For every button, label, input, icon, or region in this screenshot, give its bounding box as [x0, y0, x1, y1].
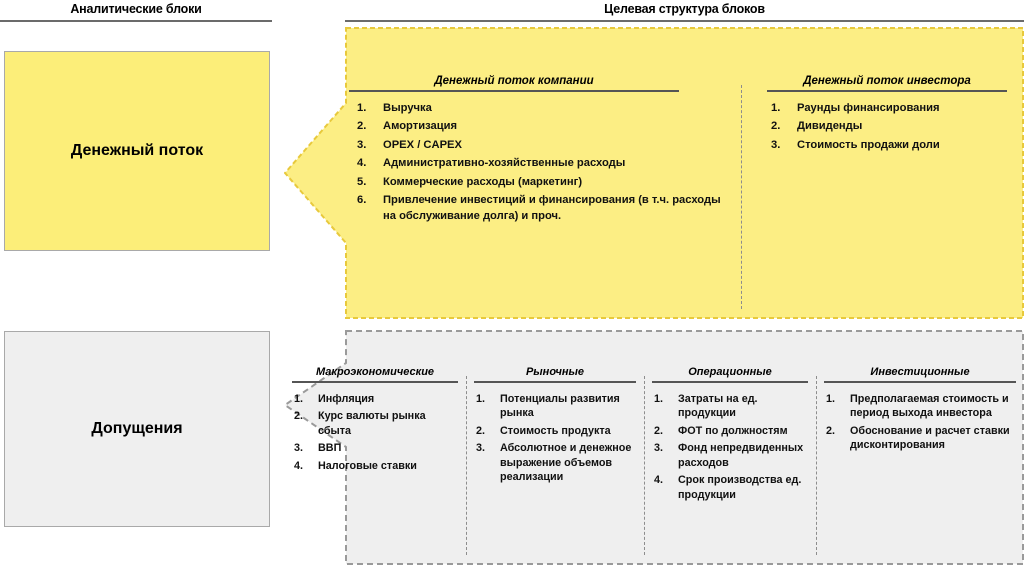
list-item: ФОТ по должностям: [654, 424, 788, 438]
title-rule: [824, 381, 1016, 383]
list-item: Выручка: [357, 101, 432, 116]
list-item: Коммерческие расходы (маркетинг): [357, 175, 583, 190]
title-rule: [292, 381, 458, 383]
panel-assumptions-columns: Макроэкономические Инфляция Курс валюты …: [284, 330, 1024, 565]
list-item: Стоимость продукта: [476, 424, 611, 438]
list-item: Налоговые ставки: [294, 459, 417, 473]
header-target-structure-rule: [345, 20, 1024, 22]
list-item: Стоимость продажи доли: [771, 138, 940, 153]
cash-flow-column-investor-title: Денежный поток инвестора: [767, 75, 1007, 92]
panel-assumptions: Макроэкономические Инфляция Курс валюты …: [284, 330, 1024, 565]
assumptions-macroeconomic-list: Инфляция Курс валюты рынка сбыта ВВП Нал…: [292, 392, 458, 474]
analytic-block-assumptions[interactable]: Допущения: [4, 331, 270, 527]
list-item: ВВП: [294, 441, 342, 455]
assumptions-column-macroeconomic: Макроэкономические Инфляция Курс валюты …: [284, 366, 466, 565]
list-item: Административно-хозяйственные расходы: [357, 156, 626, 171]
cash-flow-company-list: Выручка Амортизация OPEX / CAPEX Админис…: [353, 101, 727, 225]
title-rule: [767, 90, 1007, 92]
header-target-structure: Целевая структура блоков: [345, 2, 1024, 22]
list-item: Потенциалы развития рынка: [476, 392, 620, 420]
header-analytic-blocks: Аналитические блоки: [0, 2, 272, 22]
list-item: Фонд непредвиденных расходов: [654, 441, 804, 469]
list-item: Инфляция: [294, 392, 375, 406]
title-rule: [474, 381, 636, 383]
list-item: Раунды финансирования: [771, 101, 940, 116]
assumptions-column-macroeconomic-title: Макроэкономические: [292, 366, 458, 383]
assumptions-column-market-title: Рыночные: [474, 366, 636, 383]
list-item: Абсолютное и денежное выражение объемов …: [476, 441, 632, 484]
list-item: Обоснование и расчет ставки дисконтирова…: [826, 424, 1010, 452]
cash-flow-column-investor: Денежный поток инвестора Раунды финансир…: [741, 75, 1024, 319]
assumptions-column-market: Рыночные Потенциалы развития рынка Стоим…: [466, 366, 644, 565]
assumptions-investment-list: Предполагаемая стоимость и период выхода…: [824, 392, 1016, 453]
list-item: Предполагаемая стоимость и период выхода…: [826, 392, 1009, 420]
list-item: Срок производства ед. продукции: [654, 473, 802, 501]
header-analytic-blocks-label: Аналитические блоки: [70, 2, 202, 16]
analytic-block-cash-flow-label: Денежный поток: [70, 142, 204, 159]
cash-flow-column-company-title: Денежный поток компании: [349, 75, 679, 92]
assumptions-column-operational: Операционные Затраты на ед. продукции ФО…: [644, 366, 816, 565]
title-rule: [349, 90, 679, 92]
title-rule: [652, 381, 808, 383]
header-target-structure-label: Целевая структура блоков: [604, 2, 765, 16]
list-item: Амортизация: [357, 119, 458, 134]
header-analytic-blocks-rule: [0, 20, 272, 22]
list-item: Привлечение инвестиций и финансирования …: [357, 193, 721, 222]
assumptions-column-operational-title: Операционные: [652, 366, 808, 383]
panel-cash-flow: Денежный поток компании Выручка Амортиза…: [284, 27, 1024, 319]
analytic-block-assumptions-label: Допущения: [91, 420, 183, 437]
panel-cash-flow-columns: Денежный поток компании Выручка Амортиза…: [284, 27, 1024, 319]
assumptions-column-investment: Инвестиционные Предполагаемая стоимость …: [816, 366, 1024, 565]
list-item: Дивиденды: [771, 119, 863, 134]
list-item: Затраты на ед. продукции: [654, 392, 758, 420]
analytic-block-cash-flow[interactable]: Денежный поток: [4, 51, 270, 251]
assumptions-market-list: Потенциалы развития рынка Стоимость прод…: [474, 392, 636, 485]
assumptions-operational-list: Затраты на ед. продукции ФОТ по должност…: [652, 392, 808, 503]
assumptions-column-investment-title: Инвестиционные: [824, 366, 1016, 383]
cash-flow-column-company: Денежный поток компании Выручка Амортиза…: [284, 75, 741, 319]
cash-flow-investor-list: Раунды финансирования Дивиденды Стоимост…: [767, 101, 1010, 154]
list-item: OPEX / CAPEX: [357, 138, 462, 153]
list-item: Курс валюты рынка сбыта: [294, 409, 426, 437]
